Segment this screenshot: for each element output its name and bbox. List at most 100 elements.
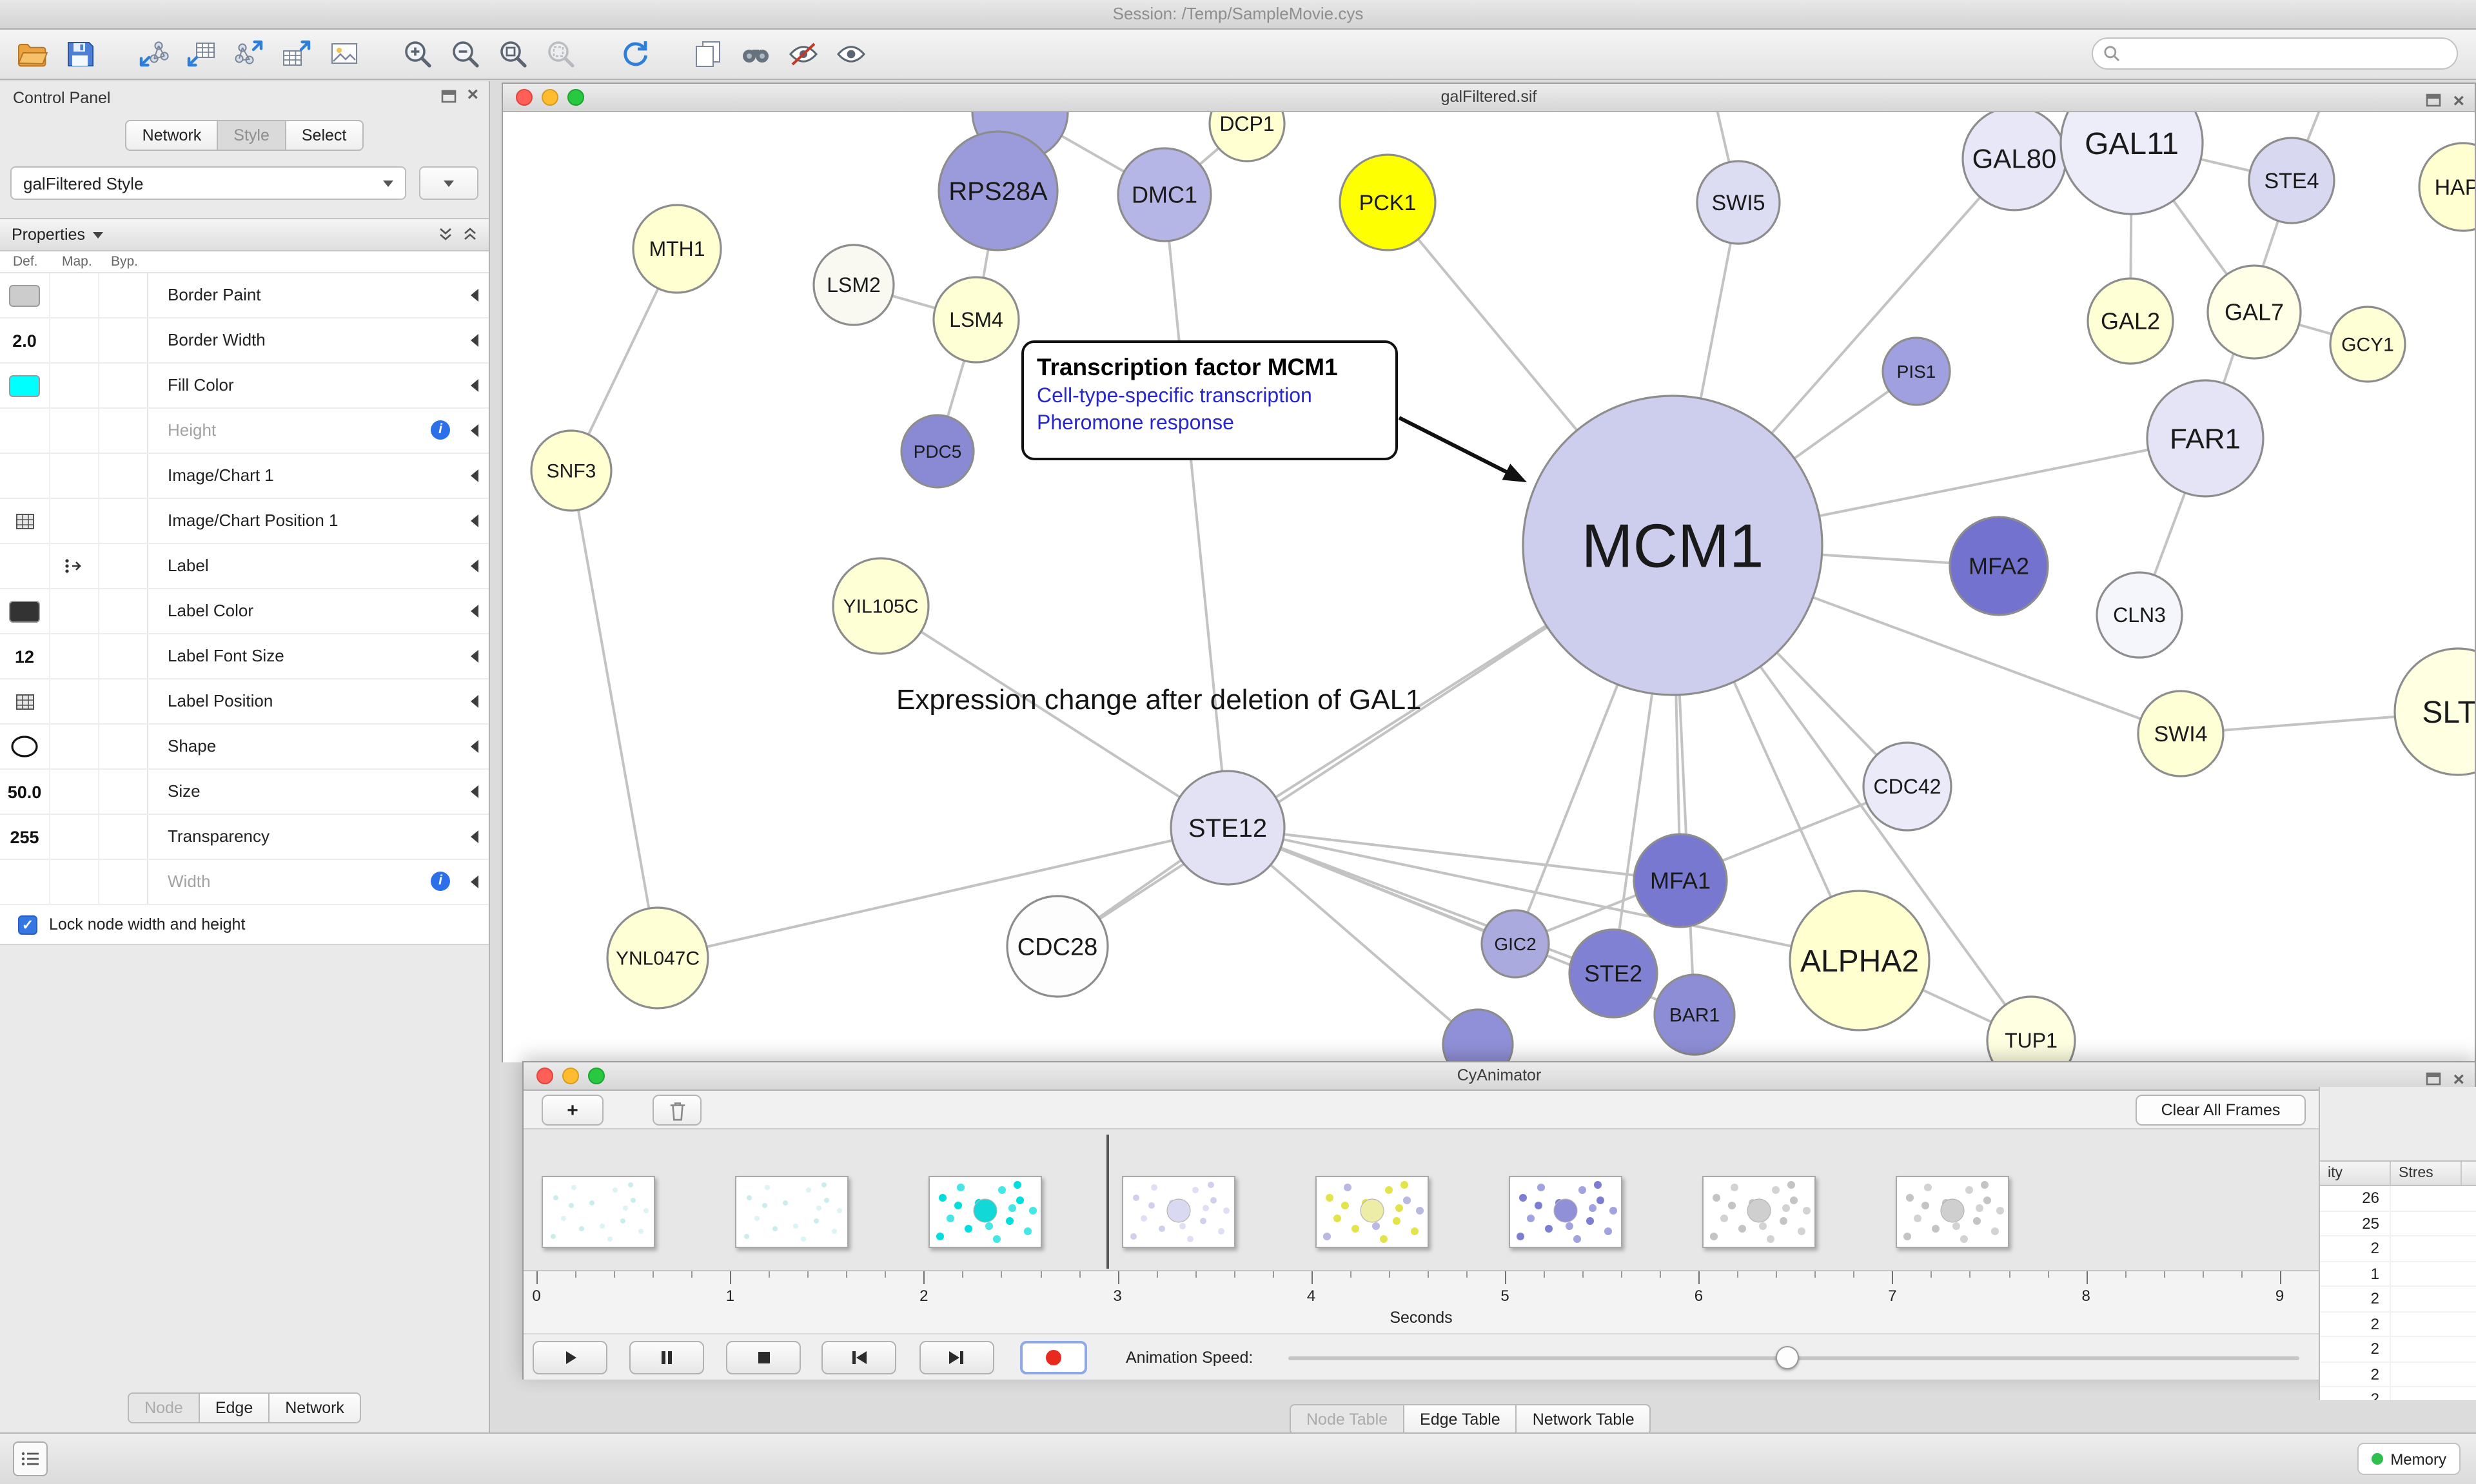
- import-table-button[interactable]: [182, 35, 221, 73]
- expand-row-arrow-icon[interactable]: [471, 469, 478, 482]
- mapping-cell[interactable]: [49, 318, 99, 362]
- network-node-snf3[interactable]: SNF3: [530, 429, 613, 512]
- property-row-shape[interactable]: Shape: [0, 725, 489, 770]
- export-image-button[interactable]: [325, 35, 364, 73]
- network-node-yil105c[interactable]: YIL105C: [832, 557, 930, 655]
- animation-frame-thumbnail[interactable]: [1896, 1176, 2009, 1248]
- current-style-dropdown[interactable]: galFiltered Style: [10, 166, 406, 200]
- network-node-tup1[interactable]: TUP1: [1986, 995, 2076, 1062]
- animation-frame-thumbnail[interactable]: [1122, 1176, 1235, 1248]
- animation-frame-thumbnail[interactable]: [1702, 1176, 1816, 1248]
- mapping-cell[interactable]: [49, 454, 99, 498]
- results-column-header[interactable]: ity: [2320, 1162, 2391, 1185]
- network-canvas[interactable]: DCP1PCK1SWI5GAL80GAL11STE4HAP4MTH1RPS28A…: [503, 112, 2475, 1062]
- bypass-cell[interactable]: [98, 815, 148, 859]
- table-tab-edge-table[interactable]: Edge Table: [1404, 1404, 1517, 1435]
- results-table-row[interactable]: 25: [2320, 1211, 2476, 1236]
- network-node-rps28a[interactable]: RPS28A: [938, 130, 1059, 251]
- network-node-cdc28[interactable]: CDC28: [1006, 895, 1109, 998]
- property-row-label-position[interactable]: Label Position: [0, 679, 489, 725]
- panel-tab-edge[interactable]: Edge: [199, 1392, 270, 1423]
- network-node-lsm2[interactable]: LSM2: [812, 244, 895, 326]
- copy-button[interactable]: [689, 35, 727, 73]
- float-window-icon[interactable]: [2426, 88, 2441, 115]
- expand-row-arrow-icon[interactable]: [471, 379, 478, 392]
- mapping-cell[interactable]: [49, 364, 99, 407]
- expand-row-arrow-icon[interactable]: [471, 514, 478, 527]
- minimize-traffic-icon[interactable]: [542, 89, 558, 106]
- expand-all-icon[interactable]: [437, 226, 454, 246]
- default-value-cell[interactable]: 12: [0, 634, 50, 678]
- animation-frame-thumbnail[interactable]: [1315, 1176, 1429, 1248]
- default-value-cell[interactable]: [0, 364, 50, 407]
- default-value-cell[interactable]: [0, 589, 50, 633]
- show-all-button[interactable]: [832, 35, 870, 73]
- mapping-cell[interactable]: [49, 273, 99, 317]
- mapping-cell[interactable]: [49, 409, 99, 453]
- bypass-cell[interactable]: [98, 454, 148, 498]
- default-value-cell[interactable]: 50.0: [0, 770, 50, 814]
- default-value-cell[interactable]: [0, 725, 50, 768]
- mapping-cell[interactable]: [49, 589, 99, 633]
- close-window-icon[interactable]: ×: [2453, 1069, 2464, 1091]
- close-traffic-icon[interactable]: [536, 1068, 553, 1084]
- network-node-ste12[interactable]: STE12: [1170, 770, 1286, 886]
- property-row-fill-color[interactable]: Fill Color: [0, 364, 489, 409]
- bypass-cell[interactable]: [98, 499, 148, 543]
- results-table-row[interactable]: 1: [2320, 1262, 2476, 1287]
- mapping-cell[interactable]: [49, 770, 99, 814]
- default-value-cell[interactable]: [0, 409, 50, 453]
- bypass-cell[interactable]: [98, 589, 148, 633]
- default-value-cell[interactable]: 2.0: [0, 318, 50, 362]
- expand-row-arrow-icon[interactable]: [471, 424, 478, 437]
- timeline-playhead[interactable]: [1106, 1135, 1109, 1269]
- canvas-caption-text[interactable]: Expression change after deletion of GAL1: [896, 683, 1422, 716]
- color-swatch[interactable]: [9, 375, 40, 396]
- network-node-ste4[interactable]: STE4: [2248, 137, 2335, 224]
- network-node-slt2[interactable]: SLT2: [2393, 647, 2475, 776]
- property-row-label[interactable]: Label: [0, 544, 489, 589]
- zoom-out-button[interactable]: [446, 35, 485, 73]
- save-session-button[interactable]: [61, 35, 99, 73]
- mapping-cell[interactable]: [49, 679, 99, 723]
- animation-frame-thumbnail[interactable]: [1509, 1176, 1622, 1248]
- network-node-hap4[interactable]: HAP4: [2418, 142, 2475, 232]
- color-swatch[interactable]: [9, 600, 40, 622]
- float-window-icon[interactable]: [2426, 1066, 2441, 1093]
- bypass-cell[interactable]: [98, 409, 148, 453]
- export-table-button[interactable]: [277, 35, 316, 73]
- delete-frame-button[interactable]: [653, 1095, 702, 1126]
- window-titlebar[interactable]: Session: /Temp/SampleMovie.cys: [0, 0, 2476, 30]
- network-node-pck1[interactable]: PCK1: [1339, 153, 1437, 251]
- clear-all-frames-button[interactable]: Clear All Frames: [2136, 1095, 2306, 1126]
- speed-slider-handle[interactable]: [1776, 1346, 1799, 1369]
- property-row-image-chart-position-1[interactable]: Image/Chart Position 1: [0, 499, 489, 544]
- pause-button[interactable]: [629, 1341, 704, 1374]
- results-column-header[interactable]: Stres: [2391, 1162, 2462, 1185]
- expand-row-arrow-icon[interactable]: [471, 740, 478, 753]
- network-node-gal7[interactable]: GAL7: [2206, 264, 2302, 360]
- control-tab-network[interactable]: Network: [125, 120, 219, 151]
- status-menu-button[interactable]: [13, 1441, 48, 1476]
- default-value-cell[interactable]: [0, 273, 50, 317]
- network-node-mfa1[interactable]: MFA1: [1633, 833, 1728, 928]
- animation-frame-thumbnail[interactable]: [928, 1176, 1042, 1248]
- results-table-row[interactable]: 2: [2320, 1312, 2476, 1337]
- expand-row-arrow-icon[interactable]: [471, 334, 478, 347]
- info-icon[interactable]: i: [431, 872, 450, 891]
- network-node-pdc5[interactable]: PDC5: [900, 414, 975, 489]
- network-node-bar1[interactable]: BAR1: [1653, 973, 1736, 1056]
- stop-button[interactable]: [726, 1341, 801, 1374]
- expand-row-arrow-icon[interactable]: [471, 650, 478, 663]
- results-table-row[interactable]: 2: [2320, 1236, 2476, 1262]
- play-button[interactable]: [533, 1341, 607, 1374]
- default-value-cell[interactable]: [0, 544, 50, 588]
- control-tab-style[interactable]: Style: [218, 120, 286, 151]
- network-node-lsm4[interactable]: LSM4: [932, 276, 1020, 364]
- network-node-gal11[interactable]: GAL11: [2059, 112, 2204, 215]
- panel-tab-node[interactable]: Node: [128, 1392, 200, 1423]
- style-options-button[interactable]: [419, 166, 478, 200]
